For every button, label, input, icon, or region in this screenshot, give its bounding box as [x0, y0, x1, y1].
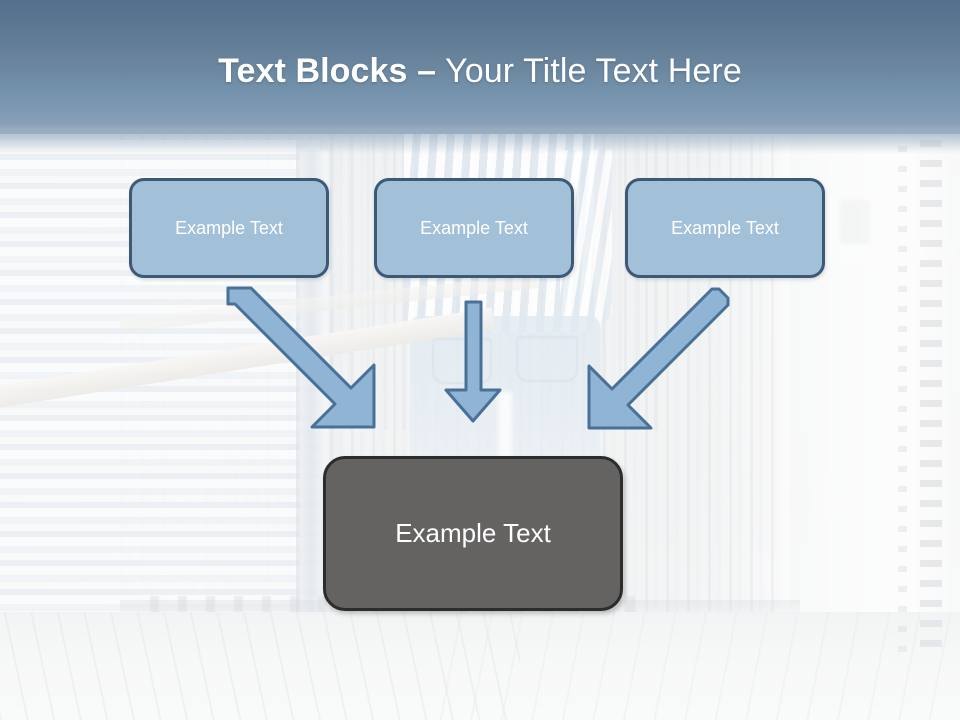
text-block-3[interactable]: Example Text [625, 178, 825, 278]
text-block-1[interactable]: Example Text [129, 178, 329, 278]
header-fade [0, 128, 960, 154]
page-title-rest: Your Title Text Here [436, 52, 742, 90]
summary-block-label: Example Text [395, 518, 551, 548]
page-title-emphasis: Text Blocks – [218, 52, 437, 90]
text-block-1-label: Example Text [175, 217, 283, 238]
summary-block[interactable]: Example Text [323, 456, 623, 611]
text-block-2-label: Example Text [420, 217, 528, 238]
page-title: Text Blocks – Your Title Text Here [0, 50, 960, 92]
text-block-3-label: Example Text [671, 217, 779, 238]
header-band [0, 0, 960, 134]
text-block-2[interactable]: Example Text [374, 178, 574, 278]
